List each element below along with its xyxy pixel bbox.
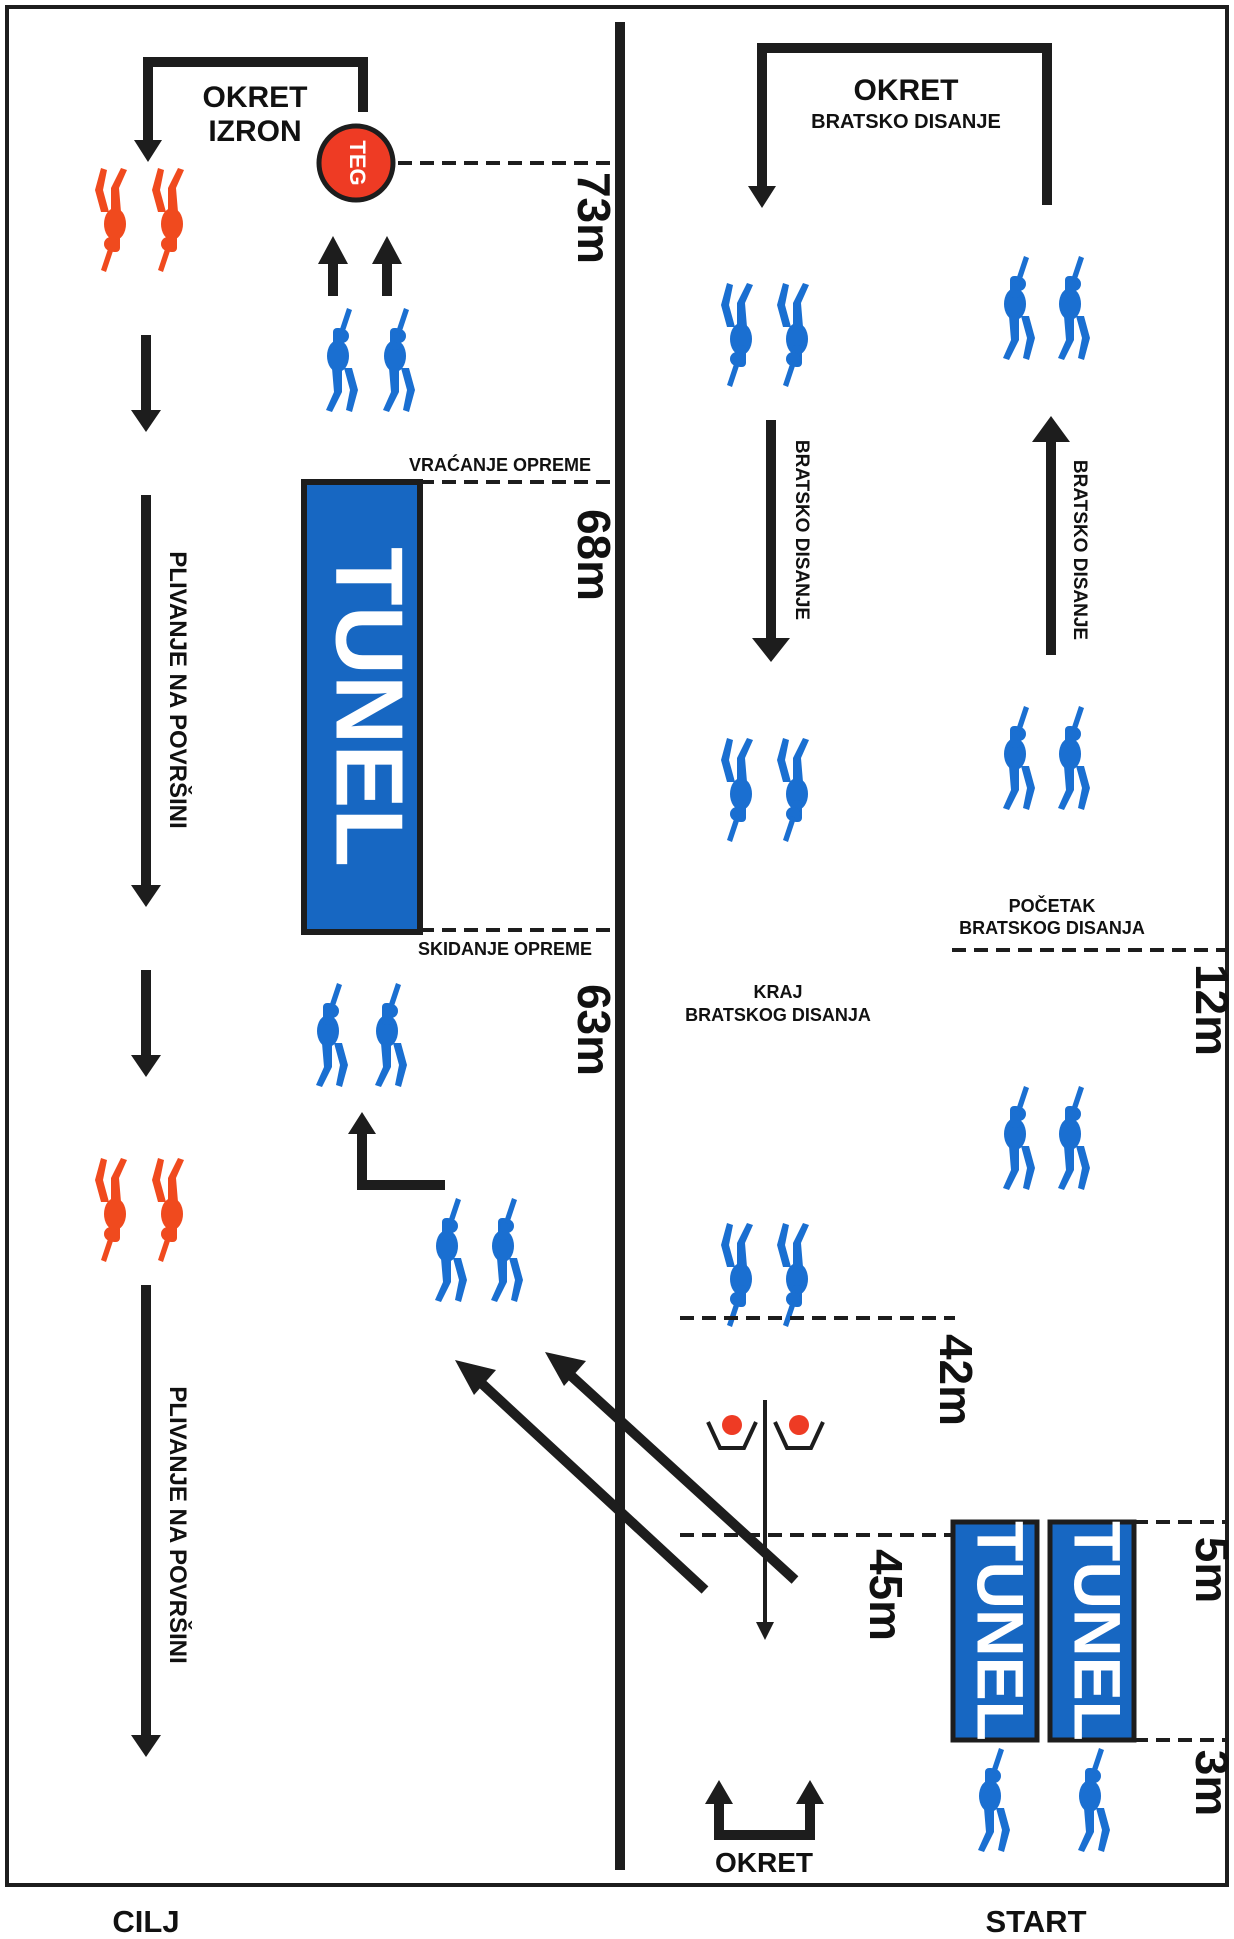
distance-5m: 5m — [1186, 1537, 1234, 1603]
okret-bottom-label: OKRET — [715, 1847, 813, 1878]
okret-izron-label-1: OKRET — [203, 81, 308, 114]
distance-3m: 3m — [1186, 1750, 1234, 1816]
bratsko-top-label: BRATSKO DISANJE — [811, 111, 1001, 133]
plivanje-label-2: PLIVANJE NA POVRŠINI — [164, 1386, 192, 1663]
distance-45m: 45m — [860, 1549, 912, 1641]
kraj-label-2: BRATSKOG DISANJA — [685, 1005, 871, 1025]
tunnel-small-2 — [1047, 1519, 1137, 1743]
frame — [5, 5, 1229, 1887]
distance-12m: 12m — [1186, 964, 1234, 1056]
kraj-label-1: KRAJ — [753, 982, 802, 1002]
up-arrows-to-teg — [318, 236, 402, 296]
blue-divers-diagonal — [435, 1198, 523, 1302]
left-swim-arrows — [131, 335, 161, 1757]
bratsko-up-arrowhead — [1032, 416, 1070, 442]
skidanje-label: SKIDANJE OPREME — [418, 939, 592, 959]
tunnel-large — [301, 479, 423, 935]
distance-63m: 63m — [568, 984, 620, 1076]
buoy-icon-left — [706, 1415, 758, 1450]
blue-divers-left-top — [326, 308, 415, 412]
red-divers-bottom — [95, 1158, 184, 1262]
start-label: START — [985, 1904, 1086, 1939]
okret-top-bracket — [757, 43, 1052, 205]
distance-42m: 42m — [930, 1334, 982, 1426]
turn-arrow — [357, 1130, 445, 1190]
okret-izron-bracket — [143, 57, 368, 145]
tunnel-small-1 — [950, 1519, 1040, 1743]
okret-bottom-bracket — [714, 1800, 815, 1840]
cilj-label: CILJ — [112, 1904, 179, 1939]
bratsko-down-arrowhead — [752, 638, 790, 662]
pocetak-label-1: POČETAK — [1009, 895, 1096, 916]
buoy-icon-right — [773, 1415, 825, 1450]
pocetak-label-2: BRATSKOG DISANJA — [959, 918, 1145, 938]
blue-divers-left-mid — [316, 983, 407, 1087]
teg-weight-icon — [316, 123, 396, 203]
okret-top-label: OKRET — [854, 74, 959, 107]
red-divers-top — [95, 168, 184, 272]
bratsko-up-label: BRATSKO DISANJE — [1069, 460, 1090, 640]
teg-label: TEG — [345, 140, 370, 185]
bratsko-down-label: BRATSKO DISANJE — [791, 440, 812, 620]
vracanje-label: VRAĆANJE OPREME — [409, 454, 591, 475]
plivanje-label-1: PLIVANJE NA POVRŠINI — [164, 551, 192, 828]
diagonal-arrows — [455, 1352, 799, 1594]
distance-73m: 73m — [568, 172, 620, 264]
okret-izron-arrowhead — [134, 140, 162, 162]
tunnel-large-label: TUNEL — [316, 547, 423, 867]
tunnel-small-1-label: TUNEL — [964, 1521, 1038, 1741]
okret-izron-label-2: IZRON — [208, 115, 301, 148]
tunnel-small-2-label: TUNEL — [1061, 1521, 1135, 1741]
distance-68m: 68m — [568, 509, 620, 601]
